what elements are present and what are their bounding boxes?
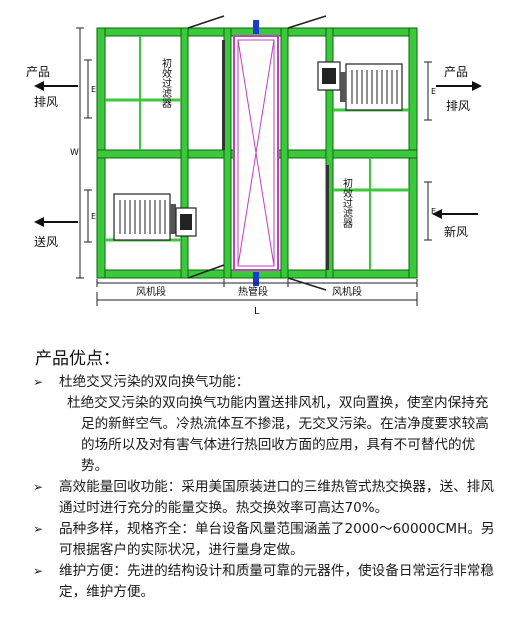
label-product-left: 产品: [26, 65, 50, 79]
section-heading: 产品优点：: [35, 349, 120, 369]
label-dim-width: W: [70, 148, 79, 158]
label-fan-section-right: 风机段: [332, 285, 362, 298]
advantage-body: 高效能量回收功能：采用美国原装进口的三维热管式热交换器，送、排风通过时进行充分的…: [59, 479, 494, 516]
dimension-lines: [76, 27, 432, 306]
label-filter-bottom: 初效过滤器: [341, 177, 353, 229]
label-heat-pipe-section: 热管段: [238, 285, 268, 298]
label-dim-e3: E: [431, 87, 436, 96]
label-dim-e2: E: [91, 212, 96, 221]
label-supply-left: 送风: [34, 234, 58, 249]
fan-bottom-left: [113, 193, 197, 241]
advantage-item: ➢ 高效能量回收功能：采用美国原装进口的三维热管式热交换器，送、排风通过时进行充…: [33, 477, 503, 519]
label-filter-top: 初效过滤器: [160, 57, 172, 109]
label-dim-e4: E: [431, 207, 436, 216]
advantage-item: ➢ 品种多样，规格齐全：单台设备风量范围涵盖了2000～60000CMH。另可根…: [33, 519, 503, 561]
label-product-right: 产品: [444, 65, 468, 79]
bullet-arrow-icon: ➢: [33, 522, 44, 536]
label-exhaust-right: 排风: [446, 99, 470, 113]
label-dim-length: L: [254, 306, 260, 317]
bullet-arrow-icon: ➢: [33, 564, 44, 578]
airflow-arrows: [34, 81, 482, 227]
label-fan-section-left: 风机段: [136, 285, 166, 298]
advantage-item: ➢ 维护方便：先进的结构设计和质量可靠的元器件，使设备日常运行非常稳定，维护方便…: [33, 561, 503, 603]
advantages-list: ➢ 杜绝交叉污染的双向换气功能： 杜绝交叉污染的双向换气功能内置送排风机，双向置…: [33, 372, 503, 603]
fan-top-right: [317, 61, 403, 111]
advantage-title: 杜绝交叉污染的双向换气功能：: [59, 374, 250, 390]
bullet-arrow-icon: ➢: [33, 480, 44, 494]
label-exhaust-left: 排风: [34, 95, 58, 109]
bullet-arrow-icon: ➢: [33, 375, 44, 389]
label-fresh-right: 新风: [444, 224, 468, 239]
heat-recovery-unit-diagram: 产品 排风 送风 产品 排风 新风 初效过滤器 初效过滤器 风机段 热管段 风机…: [26, 15, 482, 317]
advantage-body: 品种多样，规格齐全：单台设备风量范围涵盖了2000～60000CMH。另可根据客…: [59, 521, 495, 558]
heat-pipe-core: [233, 20, 279, 286]
filter-panels: [187, 15, 329, 291]
advantage-body: 杜绝交叉污染的双向换气功能内置送排风机，双向置换，使室内保持充足的新鲜空气。冷热…: [67, 395, 489, 474]
label-dim-e1: E: [91, 85, 96, 94]
advantage-body: 维护方便：先进的结构设计和质量可靠的元器件，使设备日常运行非常稳定，维护方便。: [59, 563, 494, 600]
advantage-item: ➢ 杜绝交叉污染的双向换气功能： 杜绝交叉污染的双向换气功能内置送排风机，双向置…: [33, 372, 503, 477]
